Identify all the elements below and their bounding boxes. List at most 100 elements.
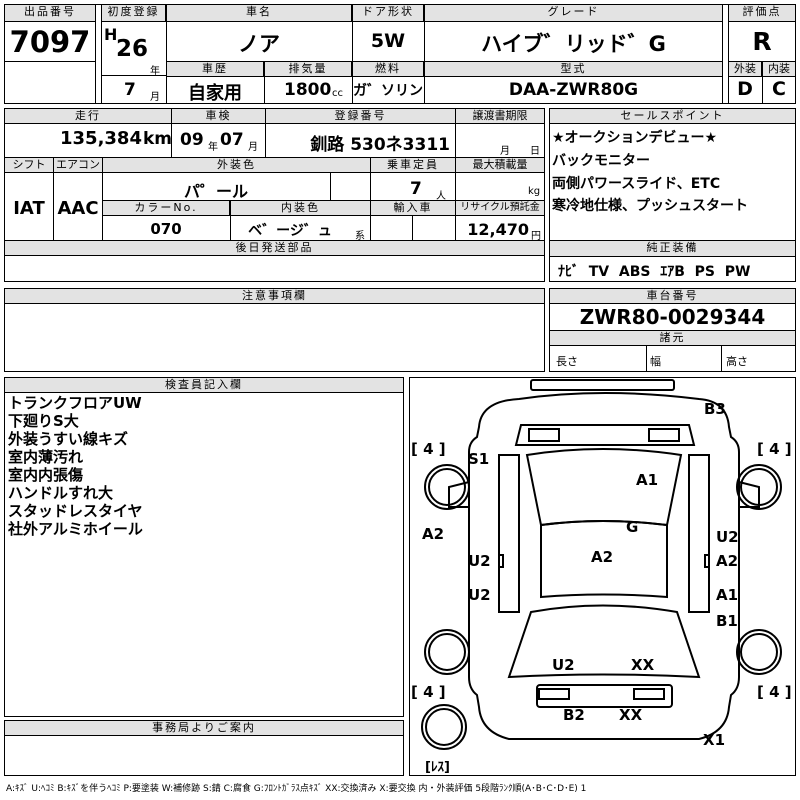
tire-depth-rear-left: [ 4 ] bbox=[411, 440, 446, 458]
ext-color-header: 外装色 bbox=[102, 157, 371, 173]
year-value: 26 bbox=[116, 36, 149, 62]
office-notice-header: 事務局よりご案内 bbox=[4, 720, 404, 736]
capacity-header: 乗車定員 bbox=[370, 157, 456, 173]
inspector-note-4: 室内薄汚れ bbox=[8, 448, 84, 466]
inspection-month-value: 07 bbox=[220, 130, 244, 150]
damage-mark: B1 bbox=[716, 612, 738, 630]
import-header: 輸入車 bbox=[370, 200, 456, 216]
damage-mark: U2 bbox=[716, 528, 739, 546]
deadline-month-unit: 月 bbox=[500, 146, 510, 157]
history-value: 自家用 bbox=[188, 83, 242, 104]
ext-color-value: パ゜ール bbox=[183, 182, 248, 201]
exterior-header: 外装 bbox=[728, 61, 762, 77]
damage-mark: B2 bbox=[563, 706, 585, 724]
inspector-note-6: ハンドルすれ大 bbox=[8, 484, 114, 502]
damage-mark: U2 bbox=[468, 552, 491, 570]
lot-no-header: 出品番号 bbox=[4, 4, 96, 22]
inspector-note-1: トランクフロアUW bbox=[8, 394, 142, 412]
color-no-value: 070 bbox=[150, 220, 182, 238]
damage-mark: G bbox=[626, 518, 639, 536]
damage-mark: B3 bbox=[704, 400, 726, 418]
displacement-value: 1800 bbox=[284, 80, 332, 100]
car-name-value: ノア bbox=[238, 32, 280, 56]
chassis-value: ZWR80-0029344 bbox=[579, 305, 766, 329]
color-no-header: カラーNo. bbox=[102, 200, 230, 216]
legend-text: A:ｷｽﾞ U:ﾍｺﾐ B:ｷｽﾞを伴うﾍｺﾐ P:要塗装 W:補修跡 S:錆 … bbox=[6, 784, 587, 794]
damage-mark: S1 bbox=[468, 450, 490, 468]
sales-point-header: セールスポイント bbox=[549, 108, 796, 124]
chassis-header: 車台番号 bbox=[549, 288, 796, 304]
spare-tire-label: [ﾚｽ] bbox=[425, 760, 450, 775]
cc-unit: cc bbox=[332, 88, 343, 99]
interior-grade-value: C bbox=[772, 78, 786, 100]
history-header: 車歴 bbox=[166, 61, 264, 77]
inspector-note-7: スタッドレスタイヤ bbox=[8, 502, 143, 520]
grade-value: ハイブ゛リッド゛G bbox=[481, 32, 666, 56]
int-color-header: 内装色 bbox=[230, 200, 371, 216]
inspection-header: 車検 bbox=[171, 108, 266, 124]
registration-value: 釧路 530ネ3311 bbox=[310, 135, 450, 155]
registration-header: 登録番号 bbox=[265, 108, 456, 124]
length-label: 長さ bbox=[556, 355, 578, 368]
km-unit: km bbox=[143, 129, 173, 149]
aircon-value: AAC bbox=[57, 198, 99, 219]
first-reg-header: 初度登録 bbox=[101, 4, 166, 22]
tire-depth-rear-right: [ 4 ] bbox=[757, 440, 792, 458]
year-unit: 年 bbox=[150, 66, 160, 77]
fuel-header: 燃料 bbox=[352, 61, 424, 77]
equipment-value: ﾅﾋﾞ TV ABS ｴｱB PS PW bbox=[558, 264, 751, 280]
door-header: ドア形状 bbox=[352, 4, 424, 22]
inspection-month-unit: 月 bbox=[248, 142, 258, 153]
rating-header: 評価点 bbox=[728, 4, 796, 22]
door-value: 5W bbox=[370, 30, 406, 52]
damage-mark: X1 bbox=[703, 731, 726, 749]
sales-point-2: バックモニター bbox=[552, 153, 650, 169]
inspector-note-5: 室内内張傷 bbox=[8, 466, 84, 484]
damage-mark: XX bbox=[619, 706, 643, 724]
inspector-header: 検査員記入欄 bbox=[4, 377, 404, 393]
sales-point-4: 寒冷地仕様、プッシュスタート bbox=[552, 198, 748, 214]
interior-header: 内装 bbox=[762, 61, 796, 77]
model-code-value: DAA-ZWR80G bbox=[508, 80, 639, 100]
width-label: 幅 bbox=[650, 355, 661, 368]
yen-unit: 円 bbox=[531, 231, 541, 242]
later-parts-header: 後日発送部品 bbox=[4, 240, 545, 256]
rating-value: R bbox=[752, 27, 772, 56]
specs-header: 諸元 bbox=[549, 330, 796, 346]
damage-mark: U2 bbox=[552, 656, 575, 674]
grade-header: グレード bbox=[424, 4, 723, 22]
recycle-value: 12,470 bbox=[467, 220, 529, 239]
shift-value: IAT bbox=[13, 198, 45, 219]
damage-mark: A2 bbox=[591, 548, 614, 566]
int-color-value: ベ゛ージ゛ュ bbox=[248, 223, 332, 239]
inspector-note-2: 下廻りS大 bbox=[8, 412, 79, 430]
era-value: H bbox=[104, 25, 118, 44]
damage-mark: XX bbox=[631, 656, 655, 674]
exterior-grade-value: D bbox=[737, 78, 753, 100]
damage-mark: A2 bbox=[716, 552, 739, 570]
max-load-header: 最大積載量 bbox=[455, 157, 545, 173]
person-unit: 人 bbox=[436, 191, 446, 202]
mileage-value: 135,384 bbox=[60, 128, 142, 149]
equipment-header: 純正装備 bbox=[549, 240, 796, 257]
mileage-header: 走行 bbox=[4, 108, 172, 124]
damage-mark: A1 bbox=[636, 471, 659, 489]
inspector-note-3: 外装うすい線キズ bbox=[8, 430, 129, 448]
kg-unit: kg bbox=[528, 186, 541, 197]
aircon-header: エアコン bbox=[53, 157, 103, 173]
inspector-note-8: 社外アルミホイール bbox=[8, 520, 143, 538]
sales-point-3: 両側パワースライド、ETC bbox=[552, 176, 721, 192]
capacity-value: 7 bbox=[410, 179, 422, 199]
tire-depth-front-right: [ 4 ] bbox=[757, 683, 792, 701]
damage-mark: A1 bbox=[716, 586, 739, 604]
kei-unit: 系 bbox=[355, 231, 365, 242]
inspection-year-value: 09 bbox=[180, 130, 204, 150]
car-diagram-box bbox=[409, 377, 796, 776]
height-label: 高さ bbox=[726, 355, 748, 368]
tire-depth-front-left: [ 4 ] bbox=[411, 683, 446, 701]
shift-header: シフト bbox=[4, 157, 54, 173]
damage-mark: A2 bbox=[422, 525, 445, 543]
inspection-year-unit: 年 bbox=[208, 142, 218, 153]
month-value: 7 bbox=[124, 80, 136, 100]
lot-no-value: 7097 bbox=[9, 25, 91, 59]
